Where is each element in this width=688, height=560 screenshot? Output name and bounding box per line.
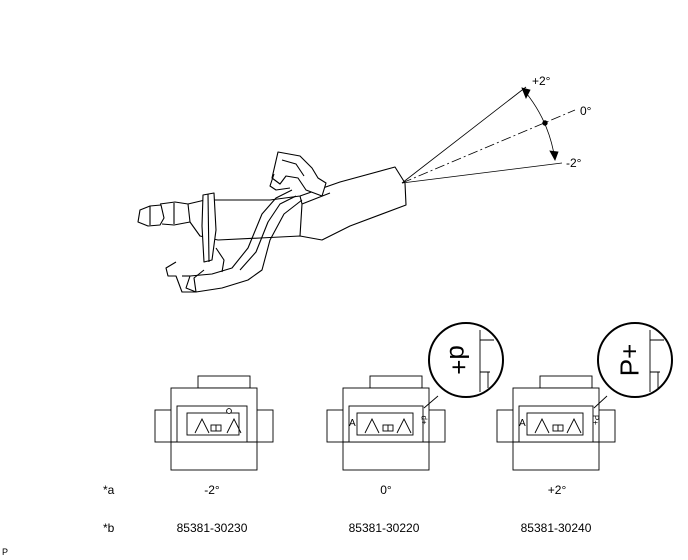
angle-line-plus2 [401, 86, 527, 184]
angle-line-0 [401, 109, 576, 184]
arrow-head-top [521, 87, 531, 99]
row-b-value-1: 85381-30230 [176, 521, 248, 535]
row-b-value-3: 85381-30240 [520, 521, 592, 535]
row-a-label: *a [103, 483, 115, 497]
center-dot [542, 120, 548, 126]
connector-1 [154, 375, 274, 471]
angle-line-minus2 [401, 162, 563, 184]
connector-2-mark: d+ [419, 415, 429, 425]
row-a-value-1: -2° [204, 483, 220, 497]
angle-arc [521, 87, 556, 161]
row-b-label: *b [103, 521, 115, 535]
footer-mark: P [2, 547, 9, 557]
angle-label-minus2: -2° [566, 156, 582, 170]
connector-2-letter: A [349, 418, 356, 429]
connector-3-mark: P+ [591, 414, 601, 426]
washer-nozzle [137, 151, 407, 293]
zoom-circle-0 [428, 322, 504, 398]
row-a-value-2: 0° [380, 483, 392, 497]
zoom-mark-0: d+ [443, 345, 474, 375]
spray-angle-indicator [401, 86, 576, 184]
angle-label-0: 0° [580, 104, 592, 118]
arrow-head-bottom [549, 150, 559, 161]
row-a-value-3: +2° [547, 483, 567, 497]
angle-label-plus2: +2° [532, 74, 551, 88]
zoom-circle-plus2 [597, 322, 673, 398]
connector-3-letter: A [519, 418, 526, 429]
row-b-value-2: 85381-30220 [348, 521, 420, 535]
zoom-mark-plus2: P+ [614, 343, 645, 377]
connector-3 [496, 322, 673, 471]
connector-2 [326, 322, 504, 471]
